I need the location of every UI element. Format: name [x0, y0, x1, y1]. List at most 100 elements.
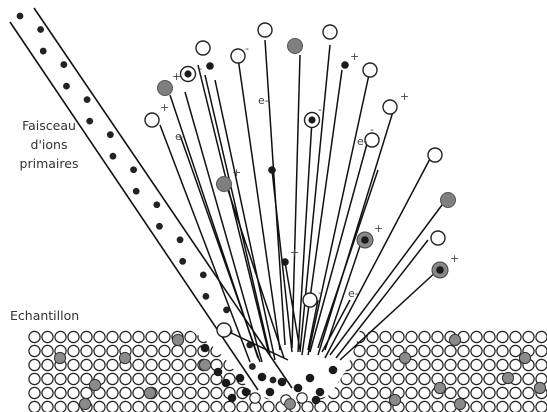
charge-signs: +--+++++++---e-e-e-e- — [160, 42, 459, 300]
plus-sign: + — [400, 90, 409, 103]
beam-label: Faisceau d'ions primaires — [20, 118, 79, 171]
minus-sign: - — [318, 103, 322, 116]
primary-ion — [39, 47, 47, 55]
crater-atom — [257, 372, 267, 382]
trajectory-line — [237, 57, 281, 351]
neutral-atom — [362, 62, 378, 78]
minus-sign: - — [198, 62, 202, 75]
positive-ion — [287, 38, 303, 54]
trajectory-line — [197, 64, 269, 351]
implanted-atom — [198, 358, 212, 372]
electron-label: e- — [357, 135, 368, 148]
negative-ion-core — [308, 116, 316, 124]
trajectory-line — [324, 239, 363, 351]
implanted-atom — [453, 397, 467, 411]
neutral-atom — [216, 322, 232, 338]
implanted-atom — [53, 351, 67, 365]
primary-ion — [37, 26, 45, 33]
trajectory-line — [159, 124, 251, 363]
trajectory-line — [284, 261, 301, 351]
crater-atom — [305, 373, 315, 383]
primary-ion — [83, 96, 91, 104]
trajectory-line — [291, 54, 301, 349]
trajectory-line — [179, 134, 261, 363]
trajectory-line — [309, 139, 369, 353]
beam-label-line3: primaires — [20, 156, 79, 171]
neutral-atom — [364, 132, 380, 148]
primary-ion — [16, 12, 24, 20]
negative-ion-core — [184, 70, 192, 78]
minus-sign: - — [370, 123, 374, 136]
primary-ion — [223, 306, 230, 314]
electron-particle — [281, 258, 289, 266]
crater-atom — [235, 373, 245, 383]
trajectory-line — [324, 154, 433, 359]
plus-sign: + — [232, 166, 241, 179]
plus-sign: + — [160, 101, 169, 114]
sputtered-trajectories — [159, 39, 443, 363]
implanted-atom — [143, 386, 157, 400]
trajectory-line — [329, 204, 443, 356]
implanted-atom — [533, 381, 547, 395]
crater-implanted-atom — [284, 398, 296, 410]
crater-atom — [213, 367, 223, 377]
electron-particle — [341, 61, 349, 69]
primary-ion — [106, 131, 114, 139]
neutral-atom — [427, 147, 443, 163]
neutral-atom — [195, 40, 211, 56]
plus-sign: + — [172, 70, 181, 83]
primary-ion — [86, 117, 94, 125]
crater-atom — [311, 395, 321, 405]
plus-sign: + — [290, 246, 299, 259]
neutral-atom — [302, 292, 318, 308]
trajectory-line — [339, 269, 439, 361]
neutral-atom — [382, 99, 398, 115]
trajectory-line — [224, 329, 289, 361]
trajectory-line — [299, 44, 331, 353]
trajectory-line — [317, 104, 396, 356]
implanted-atom — [518, 351, 532, 365]
primary-ion — [248, 363, 256, 370]
trajectory-line — [307, 69, 371, 356]
crater-atom — [328, 365, 338, 375]
minus-sign: - — [318, 286, 322, 299]
implanted-atom — [501, 371, 515, 385]
crater-atom — [293, 383, 303, 393]
neutral-atom — [144, 112, 160, 128]
minus-sign: - — [245, 42, 249, 55]
primary-ion — [153, 201, 161, 209]
primary-ion — [109, 152, 117, 160]
electron-label: e- — [175, 130, 186, 143]
plus-sign: + — [450, 252, 459, 265]
primary-ion — [63, 82, 70, 90]
negative-ion — [303, 111, 321, 129]
impact-crater — [190, 330, 360, 403]
sample-label: Echantillon — [10, 308, 79, 323]
trajectory-line — [321, 299, 351, 353]
primary-ion — [176, 236, 184, 244]
primary-ion — [132, 187, 140, 195]
beam-label-line2: d'ions — [31, 137, 68, 152]
beam-label-line1: Faisceau — [22, 118, 76, 133]
electron-label: e- — [348, 287, 359, 300]
sample-lattice — [28, 330, 547, 412]
trajectory-line — [307, 299, 319, 351]
primary-ion — [202, 292, 210, 300]
crater-lattice-atom — [296, 392, 308, 404]
positive-ion — [216, 176, 232, 192]
implanted-atom — [118, 351, 132, 365]
trajectory-line — [297, 119, 313, 353]
plus-sign: + — [374, 222, 383, 235]
implanted-atom — [88, 378, 102, 392]
neutral-atom — [230, 48, 246, 64]
crater-atom — [227, 393, 237, 403]
primary-ion — [60, 61, 68, 68]
implanted-atom — [171, 333, 185, 347]
primary-ion — [156, 222, 163, 230]
sputtered-particles — [144, 22, 456, 338]
primary-ion — [130, 166, 137, 174]
trajectory-line — [335, 239, 429, 359]
trajectory-line — [317, 169, 379, 349]
trajectory-line — [301, 69, 343, 356]
